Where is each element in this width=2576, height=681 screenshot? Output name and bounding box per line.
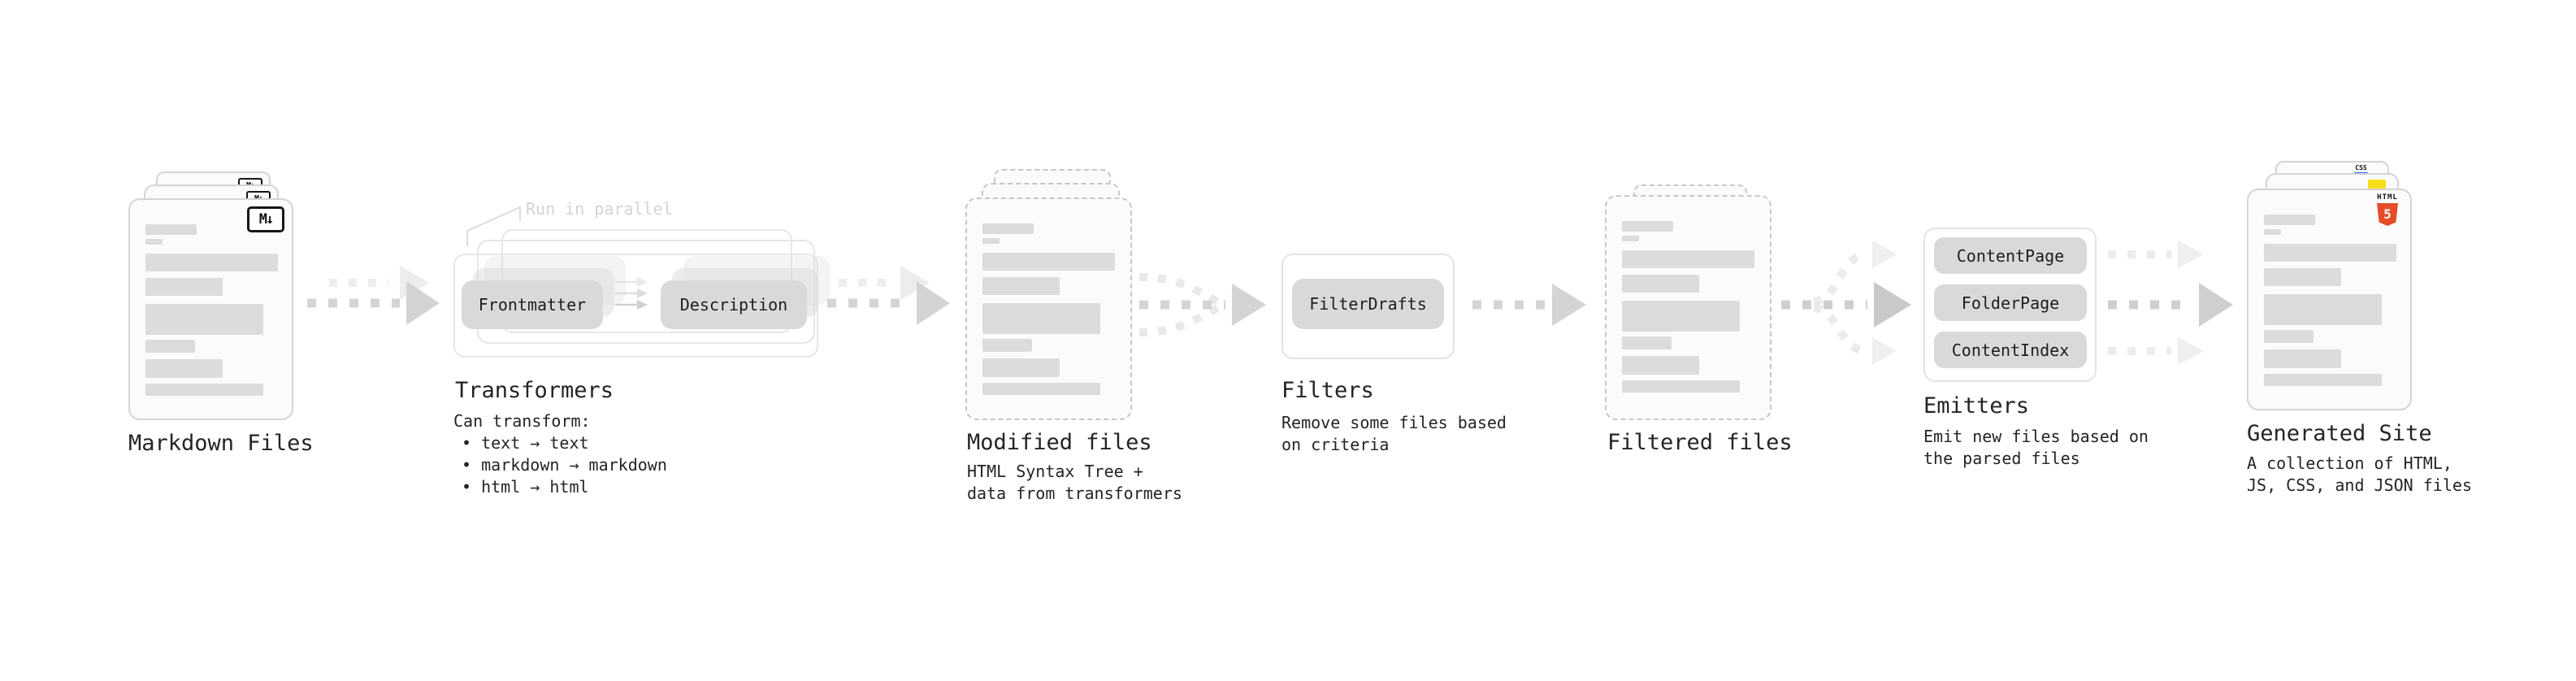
html5-shield: 5 xyxy=(2377,203,2398,226)
doc-content-placeholder xyxy=(2264,215,2396,386)
filtered-doc-front xyxy=(1605,195,1772,420)
filters-caption: Remove some files based on criteria xyxy=(1281,412,1507,456)
description-pill: Description xyxy=(661,280,807,329)
generated-doc-front: HTML 5 xyxy=(2247,189,2412,410)
text-line-placeholder xyxy=(982,277,1060,295)
caption-line: JS, CSS, and JSON files xyxy=(2247,475,2472,495)
text-line-placeholder xyxy=(145,359,223,378)
arrow-filters-to-filtered xyxy=(1472,284,1586,326)
caption-line: data from transformers xyxy=(967,484,1182,503)
arrow-emitters-to-generated xyxy=(2108,241,2233,365)
text-line-placeholder xyxy=(2264,294,2382,325)
folderpage-pill: FolderPage xyxy=(1934,284,2087,321)
text-line-placeholder xyxy=(1622,336,1672,349)
filterdrafts-pill: FilterDrafts xyxy=(1292,279,1444,329)
caption-line: Remove some files based xyxy=(1281,413,1507,432)
text-line-placeholder xyxy=(982,358,1060,377)
caption-line: HTML Syntax Tree + xyxy=(967,462,1143,481)
text-line-placeholder xyxy=(1622,221,1673,232)
text-line-placeholder xyxy=(2264,330,2314,343)
text-line-placeholder xyxy=(145,239,163,245)
doc-content-placeholder xyxy=(1622,221,1754,393)
text-line-placeholder xyxy=(2264,349,2341,368)
frontmatter-pill: Frontmatter xyxy=(462,280,603,329)
transformers-caption: Can transform: • text → text • markdown … xyxy=(453,410,667,498)
caption-line: • html → html xyxy=(462,477,589,497)
generated-site-label: Generated Site xyxy=(2247,421,2432,446)
doc-content-placeholder xyxy=(982,223,1115,395)
markdown-icon: M↓ xyxy=(247,206,284,232)
caption-line: • text → text xyxy=(462,433,589,453)
text-line-placeholder xyxy=(145,384,263,396)
css-badge-label: CSS xyxy=(2355,164,2367,171)
text-line-placeholder xyxy=(2264,244,2396,262)
run-in-parallel-note: Run in parallel xyxy=(526,199,673,219)
text-line-placeholder xyxy=(145,254,278,271)
text-line-placeholder xyxy=(145,304,263,335)
doc-content-placeholder xyxy=(145,224,278,396)
modified-doc-front xyxy=(965,197,1132,420)
arrow-markdown-to-transformers xyxy=(307,266,440,325)
modified-files-caption: HTML Syntax Tree + data from transformer… xyxy=(967,461,1182,505)
caption-line: • markdown → markdown xyxy=(462,455,667,475)
transformers-label: Transformers xyxy=(455,378,614,403)
caption-line: Can transform: xyxy=(453,411,591,431)
text-line-placeholder xyxy=(1622,380,1740,393)
arrow-transformers-to-modified xyxy=(827,266,950,325)
markdown-doc-front: M↓ xyxy=(128,198,293,420)
text-line-placeholder xyxy=(145,224,197,235)
contentindex-pill: ContentIndex xyxy=(1934,332,2087,368)
caption-line: on criteria xyxy=(1281,435,1390,454)
emitters-label: Emitters xyxy=(1923,393,2030,419)
filters-label: Filters xyxy=(1281,378,1374,403)
text-line-placeholder xyxy=(1622,301,1740,332)
text-line-placeholder xyxy=(2264,374,2382,386)
html5-icon-word: HTML xyxy=(2377,193,2398,202)
contentpage-pill: ContentPage xyxy=(1934,237,2087,274)
text-line-placeholder xyxy=(2264,268,2341,286)
text-line-placeholder xyxy=(982,339,1032,352)
caption-line: the parsed files xyxy=(1923,449,2080,468)
arrow-modified-to-filters xyxy=(1138,273,1266,336)
text-line-placeholder xyxy=(1622,275,1699,293)
caption-line: A collection of HTML, xyxy=(2247,453,2452,473)
modified-files-label: Modified files xyxy=(967,430,1152,455)
text-line-placeholder xyxy=(145,340,195,353)
text-line-placeholder xyxy=(2264,229,2281,235)
text-line-placeholder xyxy=(145,278,223,296)
text-line-placeholder xyxy=(982,253,1115,271)
caption-line: Emit new files based on xyxy=(1923,427,2149,446)
html5-icon: HTML 5 xyxy=(2373,194,2402,226)
emitters-caption: Emit new files based on the parsed files xyxy=(1923,426,2149,470)
text-line-placeholder xyxy=(982,223,1034,234)
text-line-placeholder xyxy=(1622,250,1754,268)
generated-site-caption: A collection of HTML, JS, CSS, and JSON … xyxy=(2247,453,2472,497)
filtered-files-label: Filtered files xyxy=(1607,430,1793,455)
text-line-placeholder xyxy=(982,383,1100,395)
text-line-placeholder xyxy=(2264,215,2315,225)
arrow-filtered-to-emitters xyxy=(1781,241,1911,365)
text-line-placeholder xyxy=(982,238,1000,244)
text-line-placeholder xyxy=(982,303,1100,334)
text-line-placeholder xyxy=(1622,236,1639,241)
markdown-files-label: Markdown Files xyxy=(128,431,314,456)
text-line-placeholder xyxy=(1622,356,1699,375)
